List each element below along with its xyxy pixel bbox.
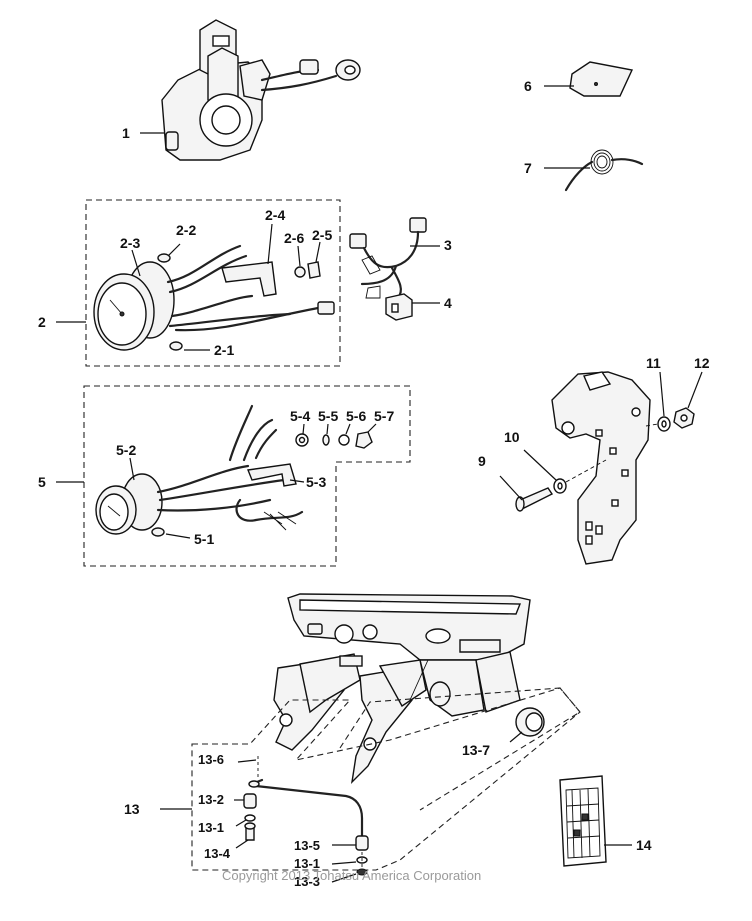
callout-13-6: 13-6 — [198, 752, 224, 767]
callout-5-2: 5-2 — [116, 442, 136, 458]
callout-13-5: 13-5 — [294, 838, 320, 853]
leader-line — [235, 819, 247, 827]
callout-2-6: 2-6 — [284, 230, 304, 246]
callout-1: 1 — [122, 125, 130, 141]
callout-7: 7 — [524, 160, 532, 176]
callout-2-5: 2-5 — [312, 227, 332, 243]
callout-13: 13 — [124, 801, 140, 817]
mounting-bracket — [551, 371, 651, 565]
leader-line — [129, 457, 135, 481]
callout-2-3: 2-3 — [120, 235, 140, 251]
leader-line — [367, 423, 377, 433]
part-7-spring — [564, 149, 644, 192]
leader-line — [267, 223, 273, 265]
kit-13-boundary — [191, 687, 581, 871]
callout-5-7: 5-7 — [374, 408, 394, 424]
washer-10 — [553, 478, 567, 494]
wiring-harness — [349, 217, 427, 300]
leader-line — [131, 249, 141, 277]
leader-line — [326, 423, 329, 435]
leader-line — [315, 241, 321, 263]
callout-3: 3 — [444, 237, 452, 253]
leader-line — [509, 731, 523, 743]
decal-14 — [559, 775, 607, 867]
callout-4: 4 — [444, 295, 452, 311]
kit-5-boundary — [83, 385, 411, 567]
leader-line — [297, 245, 301, 267]
hour-meter-assembly — [95, 404, 373, 537]
remote-control-box — [161, 19, 361, 161]
fasteners-13 — [243, 756, 369, 876]
leader-line — [302, 423, 305, 435]
callout-2-2: 2-2 — [176, 222, 196, 238]
leader-line — [289, 479, 305, 483]
leader-line — [523, 449, 557, 481]
callout-5-5: 5-5 — [318, 408, 338, 424]
callout-9: 9 — [478, 453, 486, 469]
callout-13-4: 13-4 — [204, 846, 231, 861]
callout-13-1-left: 13-1 — [198, 820, 224, 835]
callout-5-1: 5-1 — [194, 531, 214, 547]
callout-13-3: 13-3 — [294, 874, 320, 889]
knob-13-7 — [515, 707, 545, 737]
assembly-line — [645, 423, 659, 427]
callout-10: 10 — [504, 429, 520, 445]
kit-2-boundary — [85, 199, 341, 367]
copyright-watermark: Copyright 2013 Tohatsu America Corporati… — [222, 868, 481, 883]
callout-13-7: 13-7 — [462, 742, 490, 758]
leader-line — [165, 533, 191, 539]
assembly-line — [565, 459, 607, 483]
part-4-connector — [385, 293, 413, 321]
leader-line — [659, 371, 665, 417]
callout-2-1: 2-1 — [214, 342, 234, 358]
callout-2: 2 — [38, 314, 46, 330]
leader-line — [499, 475, 523, 501]
callout-5: 5 — [38, 474, 46, 490]
leader-line — [345, 423, 351, 435]
callout-5-6: 5-6 — [346, 408, 366, 424]
callout-14: 14 — [636, 837, 652, 853]
callout-13-1-right: 13-1 — [294, 856, 320, 871]
tachometer-assembly — [93, 244, 335, 351]
callout-12: 12 — [694, 355, 710, 371]
leader-line — [167, 243, 181, 257]
leader-line — [331, 861, 357, 865]
leader-line — [237, 759, 257, 763]
callout-5-3: 5-3 — [306, 474, 326, 490]
callout-2-4: 2-4 — [265, 207, 285, 223]
leader-line — [687, 371, 703, 409]
washer-11 — [657, 416, 671, 432]
leader-line — [331, 873, 357, 883]
callout-11: 11 — [646, 355, 661, 371]
leader-line — [235, 839, 249, 849]
nut-12 — [673, 407, 695, 429]
part-6-pad — [569, 61, 634, 97]
callout-6: 6 — [524, 78, 532, 94]
shift-rod-13 — [248, 778, 364, 838]
engine-lower-assembly — [273, 593, 531, 785]
bolt-9 — [515, 487, 554, 512]
callout-13-2: 13-2 — [198, 792, 224, 807]
callout-5-4: 5-4 — [290, 408, 310, 424]
